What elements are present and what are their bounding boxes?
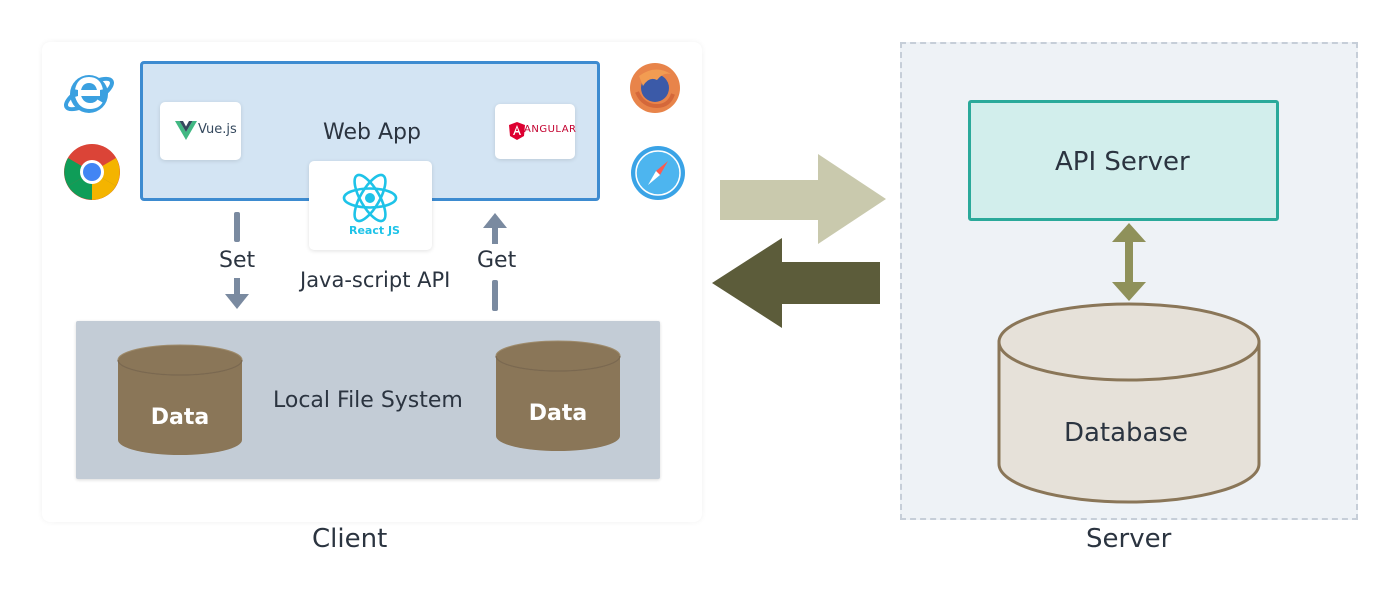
- get-label: Get: [477, 248, 517, 273]
- angular-card: ANGULAR: [495, 104, 577, 159]
- react-label: React JS: [349, 224, 400, 237]
- database-cylinder: Database: [997, 302, 1261, 504]
- web-app-label: Web App: [323, 120, 421, 145]
- react-logo-icon: [342, 173, 398, 223]
- database-label: Database: [1064, 418, 1188, 448]
- request-arrow-icon: [720, 154, 886, 244]
- js-api-label: Java-script API: [300, 268, 451, 292]
- safari-icon: [631, 146, 685, 200]
- data-cylinder-right: Data: [495, 340, 621, 451]
- api-server-box: [968, 100, 1279, 221]
- data-left-label: Data: [151, 405, 209, 430]
- set-arrow-shaft-top: [234, 212, 240, 242]
- internet-explorer-icon: [64, 75, 114, 113]
- client-caption: Client: [312, 524, 388, 554]
- set-label: Set: [219, 248, 256, 273]
- angular-logo-icon: [509, 122, 525, 140]
- angular-label: ANGULAR: [524, 124, 577, 135]
- server-caption: Server: [1086, 524, 1172, 554]
- get-arrow-head-icon: [483, 213, 507, 244]
- get-arrow-shaft-bottom: [492, 280, 498, 311]
- react-card: React JS: [309, 161, 432, 250]
- vue-card: Vue.js: [160, 102, 241, 160]
- vue-label: Vue.js: [198, 122, 237, 137]
- response-arrow-icon: [712, 238, 880, 328]
- vue-logo-icon: [175, 121, 197, 140]
- set-arrow-head-icon: [225, 278, 249, 309]
- firefox-icon: [630, 63, 680, 113]
- api-db-connector-icon: [1112, 223, 1146, 301]
- data-right-label: Data: [529, 401, 587, 426]
- api-server-label: API Server: [1055, 147, 1190, 177]
- local-fs-label: Local File System: [273, 388, 463, 413]
- data-cylinder-left: Data: [117, 344, 243, 455]
- chrome-icon: [64, 144, 120, 200]
